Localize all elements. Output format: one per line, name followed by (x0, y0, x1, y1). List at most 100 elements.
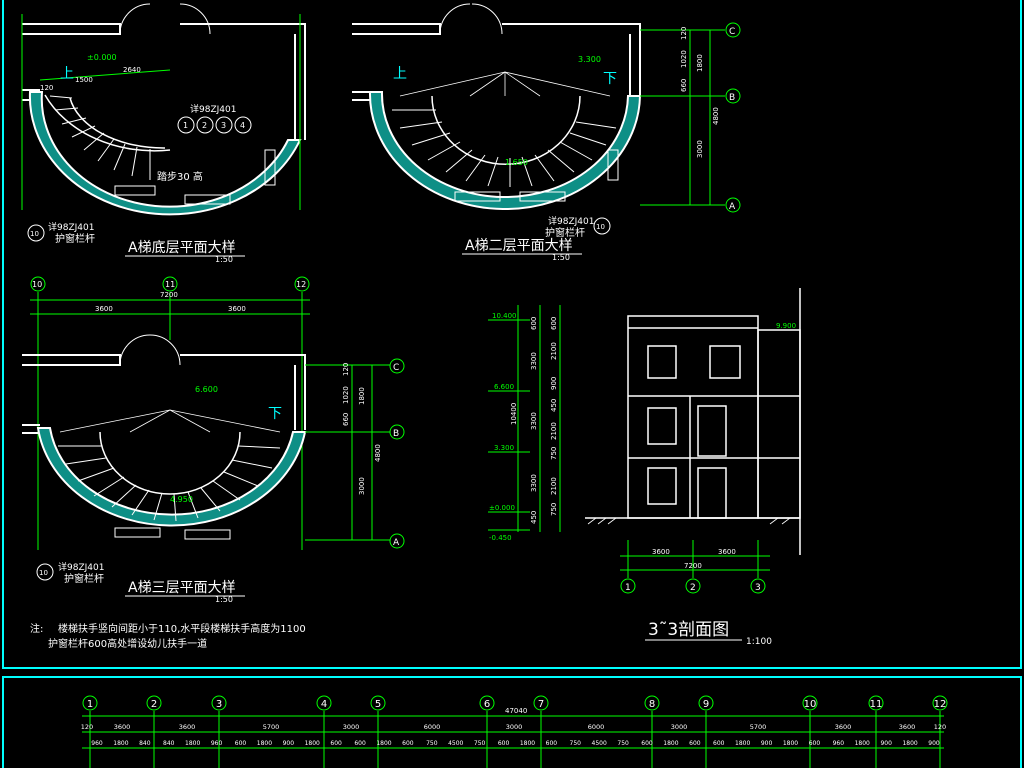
section-dim-l-0: 600 (530, 317, 538, 330)
bottom-row1-dim: 6000 (424, 723, 441, 731)
plan3-rail-bubble (36, 563, 54, 581)
plan2-dim-4800: 4800 (712, 107, 720, 125)
bottom-axis-bubble (370, 695, 386, 711)
section-level-neg0450: -0.450 (489, 534, 512, 542)
plan1-rail-ref: 详98ZJ401 (48, 221, 94, 233)
bottom-sheet-frame (2, 676, 1022, 768)
plan1-door-swing (119, 3, 211, 35)
plan2-rail-label: 护窗栏杆 (545, 226, 585, 239)
section-level-0000: ±0.000 (489, 504, 515, 512)
plan3-title: A梯三层平面大样 (128, 580, 236, 596)
bottom-axis-label: 1 (87, 699, 93, 710)
bottom-row1-dim: 5700 (750, 723, 767, 731)
bottom-axis-bubble (698, 695, 714, 711)
bottom-row2-dim: 600 (641, 740, 653, 747)
plan1-rail-bubble (27, 224, 45, 242)
bottom-axis-bubble (211, 695, 227, 711)
plan1-dim-120: 120 (40, 84, 53, 92)
notes: 注: 楼梯扶手竖向间距小于110,水平段楼梯扶手高度为1100 护窗栏杆600高… (30, 622, 306, 650)
bottom-row2-dim: 600 (713, 740, 725, 747)
bottom-axis-label: 11 (870, 699, 883, 710)
bottom-row1-dim: 120 (81, 723, 93, 731)
bottom-row2-dim: 600 (330, 740, 342, 747)
bottom-row2-dim: 900 (928, 740, 940, 747)
section-dim-r-1: 2100 (550, 342, 558, 360)
bottom-row1-dim: 6000 (588, 723, 605, 731)
plan2-axis-b-bubble (725, 88, 741, 104)
plan3-axis-a: A (393, 538, 400, 548)
section-dim-l-5: 3300 (530, 474, 538, 492)
plan2-axis-a-bubble (725, 197, 741, 213)
bottom-axis-bubble (533, 695, 549, 711)
plan2-inner-arc (431, 95, 581, 165)
plan3-down-label: 下 (268, 406, 282, 422)
section-scale: 1:100 (746, 637, 772, 647)
bottom-row1-dim: 3600 (835, 723, 852, 731)
bottom-row2-dim: 600 (498, 740, 510, 747)
plan1-window-2 (184, 194, 231, 205)
section-dim-r-3: 450 (550, 399, 558, 412)
plan1-level: ±0.000 (87, 53, 117, 62)
bottom-row2-dim: 750 (474, 740, 486, 747)
section-level-10400: 10.400 (492, 312, 517, 320)
plan2-window-1 (454, 191, 501, 202)
section-dim-l-3: 10400 (510, 403, 518, 425)
plan1-treads (49, 95, 151, 180)
section-dims-right: 600 2100 900 450 2100 750 2100 750 (550, 317, 558, 516)
section-level-3300: 3.300 (494, 444, 514, 452)
bottom-axis-bubble (644, 695, 660, 711)
plan2-axis-a: A (729, 202, 736, 212)
plan3-scale: 1:50 (215, 595, 233, 604)
bottom-row2-dim: 600 (402, 740, 414, 747)
section-3-3: 10.400 6.600 3.300 ±0.000 -0.450 600 330… (488, 288, 801, 647)
bottom-axis-bubble (479, 695, 495, 711)
bottom-row1-dim: 3600 (179, 723, 196, 731)
plan2-down-label: 下 (603, 71, 617, 87)
plan3-axis-bubbles-top: 10 11 12 (30, 276, 310, 292)
section-dim-r-6: 2100 (550, 477, 558, 495)
plan1-dim-1500: 1500 (75, 76, 93, 84)
bottom-axis-bubble (82, 695, 98, 711)
section-dim-l-4: 3300 (530, 412, 538, 430)
plan3-axis-a-bubble (389, 533, 405, 549)
plan3-dim-3600-a: 3600 (95, 305, 113, 313)
bottom-axis-label: 7 (538, 699, 544, 710)
plan-third-floor: 10 11 12 7200 3600 3600 (22, 276, 405, 604)
bottom-axis-label: 3 (216, 699, 222, 710)
plan1-window-3 (264, 149, 276, 186)
section-dims-left: 600 3300 10400 3300 3300 450 (510, 317, 538, 524)
plan1-stair-arc (44, 94, 171, 152)
section-dim-lines (517, 305, 561, 532)
plan3-outer-wall (36, 427, 307, 527)
bottom-row1-dim: 3600 (114, 723, 131, 731)
bottom-row2-dim: 750 (617, 740, 629, 747)
section-building (585, 288, 801, 555)
bottom-axis-bubble (316, 695, 332, 711)
plan1-up-label: 上 (60, 66, 74, 82)
section-dim-l-1: 3300 (530, 352, 538, 370)
plan1-outer-wall (28, 91, 302, 216)
plan3-dim-4800: 4800 (374, 444, 382, 462)
section-dim-r-7: 750 (550, 503, 558, 516)
plan3-dim-660: 660 (342, 413, 350, 426)
plan3-dim-1020: 1020 (342, 386, 350, 404)
bottom-axis-bubble (868, 695, 884, 711)
section-level-6600: 6.600 (494, 383, 514, 391)
bottom-row2-dim: 960 (91, 740, 103, 747)
plan1-detail-num-2: 2 (202, 121, 207, 130)
section-axis-2-bubble (685, 578, 701, 594)
section-dim-r-4: 2100 (550, 422, 558, 440)
plan3-fan-lines (59, 409, 281, 433)
plan2-axis-c: C (729, 27, 735, 37)
bottom-row2-dim: 1800 (735, 740, 750, 747)
section-axis-1-bubble (620, 578, 636, 594)
section-title: 3˜3剖面图 (648, 620, 729, 640)
bottom-row2-dim: 1800 (902, 740, 917, 747)
bottom-row2-dim: 600 (354, 740, 366, 747)
plan2-treads (392, 109, 617, 187)
bottom-row2-dim: 600 (546, 740, 558, 747)
bottom-row2-dim: 600 (235, 740, 247, 747)
plan2-dim-1800: 1800 (696, 54, 704, 72)
top-sheet-frame (2, 0, 1022, 669)
